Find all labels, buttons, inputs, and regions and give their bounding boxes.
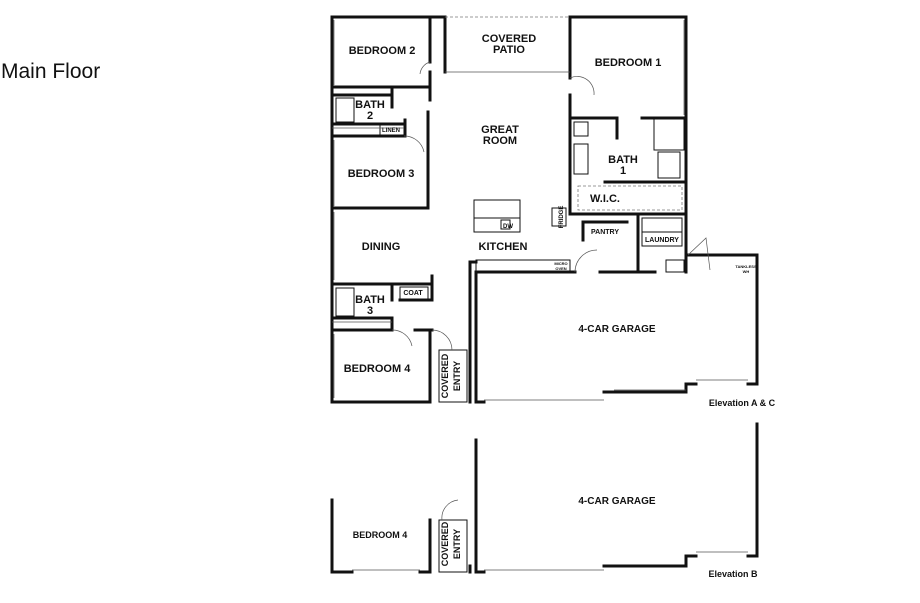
label-kitchen: KITCHEN — [479, 241, 528, 253]
label-bath-2-1: BATH — [355, 99, 385, 111]
label-alt-bedroom-4: BEDROOM 4 — [353, 530, 408, 540]
label-bath-2-2: 2 — [367, 110, 373, 122]
main-plan-fixtures — [332, 16, 748, 403]
page-title: Main Floor — [1, 60, 101, 83]
label-fridge: FRIDGE — [559, 206, 565, 229]
label-pantry: PANTRY — [591, 229, 619, 236]
label-alt-garage: 4-CAR GARAGE — [578, 496, 656, 507]
label-micro-oven-2: OVEN — [555, 266, 566, 271]
label-covered-patio-2: PATIO — [493, 44, 525, 56]
label-bedroom-1: BEDROOM 1 — [595, 57, 662, 69]
label-great-room-2: ROOM — [483, 135, 517, 147]
elevation-b-walls — [330, 422, 759, 574]
label-dining: DINING — [362, 241, 401, 253]
label-elevation-b: Elevation B — [708, 569, 758, 579]
label-bath-3-2: 3 — [367, 305, 373, 317]
label-great-room-1: GREAT — [481, 124, 519, 136]
label-alt-covered-entry-1: COVERED — [440, 521, 450, 566]
label-coat: COAT — [403, 290, 423, 297]
main-plan-walls — [330, 15, 759, 404]
label-bedroom-2: BEDROOM 2 — [349, 45, 416, 57]
label-wic: W.I.C. — [590, 193, 620, 205]
label-dw: DW — [503, 224, 513, 230]
label-bedroom-4: BEDROOM 4 — [344, 363, 412, 375]
label-garage: 4-CAR GARAGE — [578, 324, 656, 335]
label-covered-entry-2: ENTRY — [452, 361, 462, 391]
label-elevation-a-c: Elevation A & C — [709, 398, 776, 408]
label-bath-1-2: 1 — [620, 165, 626, 177]
label-bath-3-1: BATH — [355, 294, 385, 306]
label-bedroom-3: BEDROOM 3 — [348, 168, 415, 180]
label-bath-1-1: BATH — [608, 154, 638, 166]
label-alt-covered-entry-2: ENTRY — [452, 529, 462, 559]
label-laundry: LAUNDRY — [645, 237, 679, 244]
label-tankless-2: WH — [743, 269, 750, 274]
label-covered-entry-1: COVERED — [440, 353, 450, 398]
label-micro-oven-1: MICRO — [554, 261, 567, 266]
label-covered-patio-1: COVERED — [482, 33, 536, 45]
label-tankless-1: TANKLESS — [735, 264, 757, 269]
label-linen: LINEN — [382, 128, 400, 134]
